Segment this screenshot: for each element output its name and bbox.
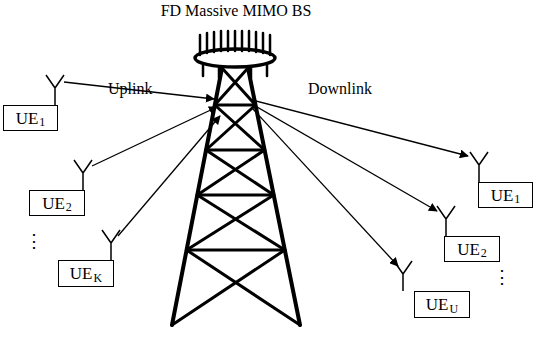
ue-box: UE1 <box>3 105 58 131</box>
ue-label: UE <box>457 241 480 258</box>
ue-index: K <box>94 272 103 284</box>
ue-index: U <box>450 303 459 315</box>
link-label: Downlink <box>308 80 372 98</box>
ue-box: UE1 <box>478 182 533 208</box>
ue-antennas <box>46 75 488 291</box>
ue-label: UE <box>426 296 449 313</box>
ue-label: UE <box>491 187 514 204</box>
ue-box: UEU <box>414 291 470 318</box>
ue-index: 2 <box>481 247 487 259</box>
ue-label: UE <box>70 265 93 282</box>
tower <box>172 31 300 325</box>
link-arrows <box>64 82 468 266</box>
ue-label: UE <box>42 195 65 212</box>
ellipsis: ⋮ <box>493 268 511 288</box>
ellipsis: ⋮ <box>25 232 43 252</box>
title: FD Massive MIMO BS <box>161 2 312 20</box>
ue-index: 2 <box>66 201 72 213</box>
ue-box: UE2 <box>29 190 85 216</box>
ue-box: UE2 <box>444 236 500 262</box>
link-label: Uplink <box>108 80 152 98</box>
ue-index: 1 <box>514 193 520 205</box>
ue-index: 1 <box>39 116 45 128</box>
ue-label: UE <box>16 110 39 127</box>
ue-box: UEK <box>58 260 114 287</box>
